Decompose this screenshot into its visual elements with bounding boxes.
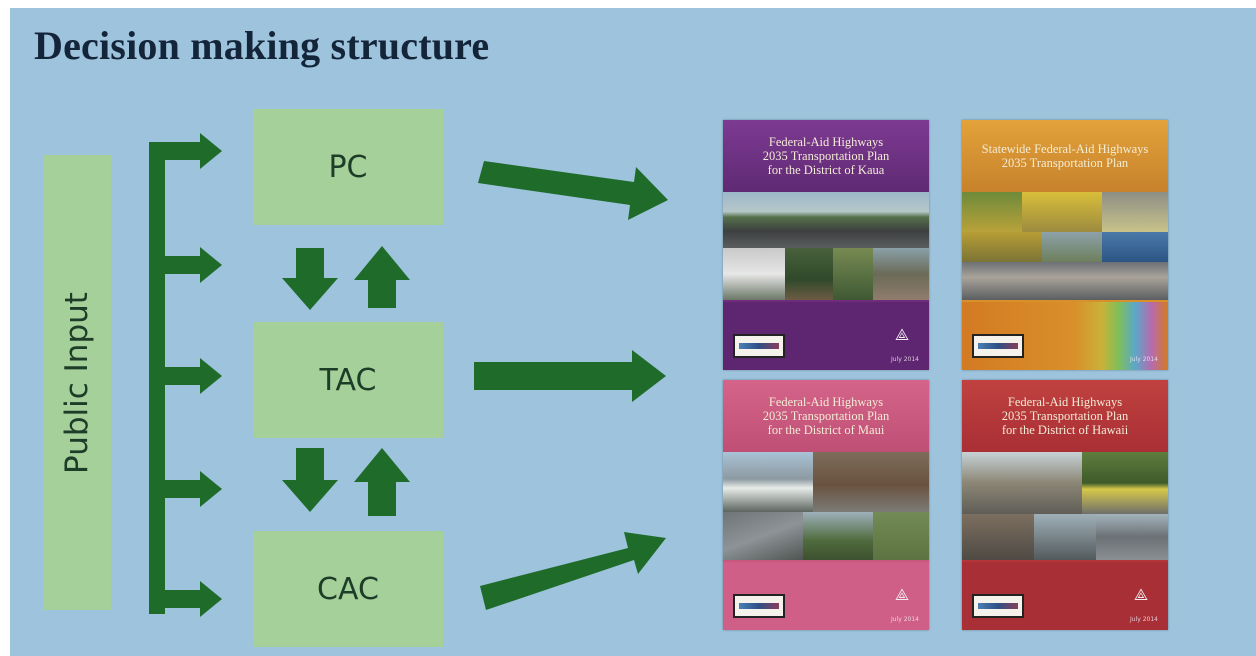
cac-label: CAC <box>317 571 379 607</box>
cover-title-line: Statewide Federal-Aid Highways <box>981 142 1149 156</box>
dot-logo-icon: ⟁ <box>894 325 910 344</box>
cover-date: July 2014 <box>891 356 919 363</box>
cover-header: Federal-Aid Highways 2035 Transportation… <box>962 380 1168 452</box>
cover-date: July 2014 <box>891 616 919 623</box>
arrow-cac-to-plans <box>480 532 666 610</box>
cover-title-line: Federal-Aid Highways <box>768 135 884 149</box>
down-arrow-tac-cac <box>282 448 338 512</box>
up-arrow-cac-tac <box>354 448 410 516</box>
cover-photo-collage <box>962 452 1168 560</box>
cover-title-line: 2035 Transportation Plan <box>762 409 890 423</box>
cover-title-line: for the District of Maui <box>767 423 885 437</box>
arrow-pc-to-plans <box>478 161 668 220</box>
cover-title-line: Federal-Aid Highways <box>1007 395 1123 409</box>
dot-logo-icon: ⟁ <box>894 585 910 604</box>
up-arrow-tac-pc <box>354 246 410 308</box>
slide: Decision making structure Public Input <box>10 8 1256 656</box>
flow-arrows <box>149 133 668 617</box>
trunk-line <box>149 148 165 614</box>
state-seal-stamp <box>972 334 1024 358</box>
cover-title-line: 2035 Transportation Plan <box>1001 156 1129 170</box>
plan-cover-maui: Federal-Aid Highways 2035 Transportation… <box>723 380 929 630</box>
cover-title-line: Federal-Aid Highways <box>768 395 884 409</box>
cover-photo-collage <box>723 192 929 300</box>
slide-title: Decision making structure <box>34 23 490 68</box>
public-input-label: Public Input <box>59 291 95 474</box>
branch-arrow-1 <box>149 133 222 169</box>
cac-box: CAC <box>253 531 443 647</box>
cover-header: Statewide Federal-Aid Highways 2035 Tran… <box>962 120 1168 192</box>
plan-cover-statewide: Statewide Federal-Aid Highways 2035 Tran… <box>962 120 1168 370</box>
cover-header: Federal-Aid Highways 2035 Transportation… <box>723 380 929 452</box>
down-arrow-pc-tac <box>282 248 338 310</box>
branch-arrow-4 <box>165 471 222 507</box>
cover-photo-collage <box>723 452 929 560</box>
cover-footer: July 2014 <box>962 302 1168 370</box>
cover-date: July 2014 <box>1130 356 1158 363</box>
cover-photo-collage <box>962 192 1168 300</box>
cover-footer: ⟁ July 2014 <box>723 562 929 630</box>
pc-label: PC <box>328 149 368 185</box>
state-seal-stamp <box>733 594 785 618</box>
cover-footer: ⟁ July 2014 <box>962 562 1168 630</box>
cover-title-line: for the District of Kaua <box>767 163 885 177</box>
dot-logo-icon: ⟁ <box>1133 585 1149 604</box>
state-seal-stamp <box>733 334 785 358</box>
public-input-box: Public Input <box>43 155 111 610</box>
pc-box: PC <box>253 109 443 225</box>
arrow-tac-to-plans <box>474 350 666 402</box>
plan-cover-kauai: Federal-Aid Highways 2035 Transportation… <box>723 120 929 370</box>
cover-footer: ⟁ July 2014 <box>723 302 929 370</box>
tac-label: TAC <box>319 362 377 398</box>
branch-arrow-2 <box>165 247 222 283</box>
branch-arrow-5 <box>149 581 222 617</box>
tac-box: TAC <box>253 322 443 438</box>
cover-title-line: 2035 Transportation Plan <box>762 149 890 163</box>
cover-title-line: 2035 Transportation Plan <box>1001 409 1129 423</box>
state-seal-stamp <box>972 594 1024 618</box>
branch-arrow-3 <box>165 358 222 394</box>
cover-title-line: for the District of Hawaii <box>1001 423 1129 437</box>
cover-date: July 2014 <box>1130 616 1158 623</box>
plan-cover-hawaii: Federal-Aid Highways 2035 Transportation… <box>962 380 1168 630</box>
cover-header: Federal-Aid Highways 2035 Transportation… <box>723 120 929 192</box>
